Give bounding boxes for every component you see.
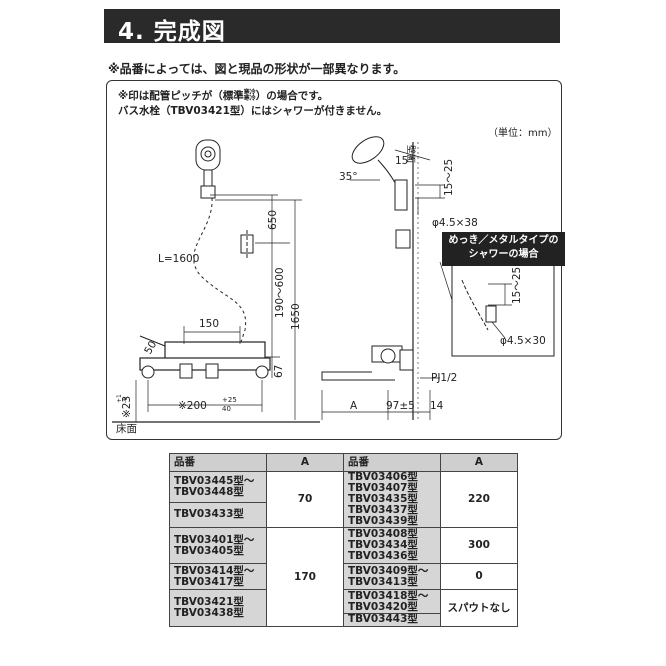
unit-label: （単位：mm） bbox=[488, 128, 558, 139]
model-name: TBV03413型 bbox=[348, 575, 418, 588]
model-cell: TBV03445型～TBV03448型 bbox=[169, 471, 267, 503]
dim-200-tol-top: +25 bbox=[222, 396, 237, 404]
dim-97: 97±5 bbox=[386, 400, 415, 412]
model-cell: TBV03409型～TBV03413型 bbox=[343, 563, 441, 590]
product-note: ※品番によっては、図と現品の形状が一部異なります。 bbox=[108, 62, 406, 76]
callout-line2: シャワーの場合 bbox=[468, 249, 539, 260]
dim-200: ※200 bbox=[178, 400, 207, 412]
model-name: TBV03421型 bbox=[174, 596, 244, 608]
shower-hose bbox=[193, 197, 247, 346]
a-value: スパウトなし bbox=[440, 589, 518, 627]
table-row: TBV03433型 bbox=[169, 501, 518, 529]
model-cell: TBV03414型～TBV03417型 bbox=[169, 563, 267, 590]
wall-label: 壁面 bbox=[405, 145, 417, 163]
model-name: TBV03436型 bbox=[348, 550, 418, 562]
callout-line1: めっき／メタルタイプの bbox=[448, 235, 559, 246]
pj-label: PJ1/2 bbox=[431, 372, 457, 384]
angle-35: 35° bbox=[339, 171, 358, 183]
model-cell: TBV03433型 bbox=[169, 501, 267, 529]
section-header: 4. 完成図 bbox=[104, 9, 560, 45]
shower-head-front bbox=[195, 139, 221, 199]
model-name: TBV03433型 bbox=[174, 508, 244, 521]
dim-14: 14 bbox=[430, 400, 444, 412]
pitch-note-small-top: 寒冷 bbox=[243, 89, 256, 96]
pitch-note-small-bottom: 寒冷 bbox=[243, 95, 256, 102]
model-name: TBV03448型 bbox=[174, 485, 244, 498]
mixer-body-front bbox=[139, 335, 271, 379]
model-name: TBV03418型～ bbox=[348, 590, 429, 602]
angle-15: 15° bbox=[395, 155, 414, 167]
dim-15-25-inset: 15～25 bbox=[511, 267, 523, 304]
dim-23-tol-bottom: -6 bbox=[122, 397, 129, 403]
model-name: TBV03443型 bbox=[344, 613, 440, 625]
model-name: TBV03414型～ bbox=[174, 564, 255, 577]
pitch-note: ※印は配管ピッチが（標準寒冷寒冷）の場合です。 bbox=[118, 88, 328, 103]
dim-67: 67 bbox=[273, 365, 285, 378]
model-name: TBV03407型 bbox=[348, 482, 418, 494]
model-name: TBV03437型 bbox=[348, 504, 418, 516]
header-a-right: A bbox=[440, 453, 518, 472]
header-model-left: 品番 bbox=[169, 453, 267, 472]
model-name: TBV03406型 bbox=[348, 471, 418, 483]
dim-50: 50 bbox=[142, 339, 159, 357]
model-name: TBV03434型 bbox=[348, 539, 418, 551]
model-table: 品番 A 品番 A TBV03445型～TBV03448型 70 TBV0340… bbox=[169, 453, 518, 627]
a-value: 70 bbox=[266, 471, 344, 528]
pitch-note-small: 寒冷寒冷 bbox=[244, 90, 256, 102]
table-header-row: 品番 A 品番 A bbox=[169, 453, 518, 472]
screw-38: φ4.5×38 bbox=[432, 217, 478, 229]
model-cell: TBV03401型～TBV03405型 bbox=[169, 527, 267, 564]
pitch-note-text-b: ）の場合です。 bbox=[255, 90, 329, 102]
model-name: TBV03439型 bbox=[348, 515, 418, 527]
model-name: TBV03435型 bbox=[348, 493, 418, 505]
model-name: TBV03420型 bbox=[348, 601, 418, 613]
model-name: TBV03408型 bbox=[348, 528, 418, 540]
model-table-wrap: 品番 A 品番 A TBV03445型～TBV03448型 70 TBV0340… bbox=[169, 453, 518, 627]
a-value: 220 bbox=[440, 471, 518, 528]
dim-23-tol-top: +1 bbox=[116, 394, 123, 403]
shower-note: バス水栓（TBV03421型）にはシャワーが付きません。 bbox=[118, 105, 388, 117]
metal-shower-callout: めっき／メタルタイプの シャワーの場合 bbox=[442, 232, 565, 266]
detail-inset bbox=[451, 257, 555, 357]
mixer-body-side bbox=[321, 345, 414, 381]
section-title: 4. 完成図 bbox=[118, 19, 226, 45]
screw-30: φ4.5×30 bbox=[500, 335, 546, 347]
table-row: TBV03414型～TBV03417型 TBV03409型～TBV03413型 … bbox=[169, 563, 518, 590]
model-name: TBV03401型～ bbox=[174, 533, 255, 546]
hose-length: L=1600 bbox=[158, 253, 199, 265]
model-name: TBV03417型 bbox=[174, 575, 244, 588]
header-model-right: 品番 bbox=[343, 453, 441, 472]
dim-650: 650 bbox=[267, 210, 279, 230]
dim-1650: 1650 bbox=[290, 303, 302, 330]
model-name: TBV03445型～ bbox=[174, 474, 255, 487]
model-name: TBV03409型～ bbox=[348, 564, 429, 577]
dim-a: A bbox=[350, 400, 358, 412]
a-value: 300 bbox=[440, 527, 518, 564]
shower-head-side bbox=[351, 136, 411, 249]
model-name: TBV03438型 bbox=[174, 607, 244, 619]
dim-150: 150 bbox=[199, 318, 219, 330]
model-name: TBV03405型 bbox=[174, 544, 244, 557]
dim-23: ※23 bbox=[121, 396, 133, 418]
dim-190-600: 190～600 bbox=[274, 267, 286, 318]
dim-15-25: 15～25 bbox=[443, 159, 455, 196]
header-a-left: A bbox=[266, 453, 344, 472]
a-value: 170 bbox=[266, 527, 344, 627]
pitch-note-text-a: ※印は配管ピッチが（標準 bbox=[118, 90, 244, 102]
dim-200-tol-bottom: 40 bbox=[222, 405, 231, 413]
floor-label: 床面 bbox=[116, 422, 137, 435]
a-value: 0 bbox=[440, 563, 518, 590]
